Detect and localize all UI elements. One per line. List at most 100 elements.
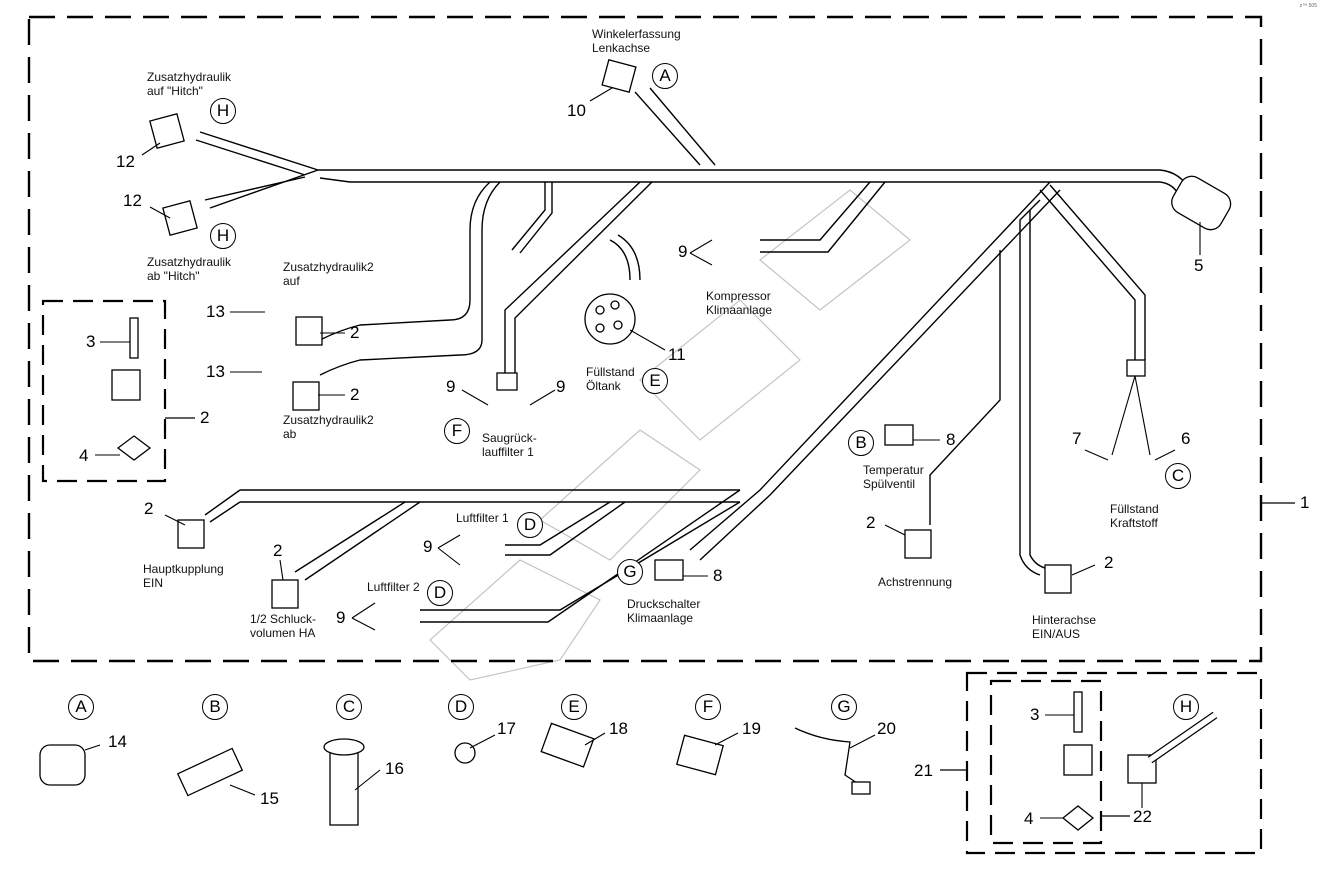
connector-11: [584, 293, 636, 345]
callout-1: 1: [1300, 493, 1310, 512]
label-saugrueck: Saugrück- lauffilter 1: [482, 431, 537, 459]
letter-b: B: [848, 430, 874, 456]
callout-12-upper: 12: [116, 152, 135, 171]
solenoid-2-zh2-auf: [295, 316, 323, 346]
letter-d-luftfilter2: D: [427, 580, 453, 606]
callout-17: 17: [497, 719, 516, 738]
part-16: [329, 744, 359, 826]
kit-box-21: [965, 671, 1263, 855]
callout-9-saug-right: 9: [556, 377, 566, 396]
callout-2-hauptkupplung: 2: [144, 499, 154, 518]
letter-e: E: [642, 368, 668, 394]
label-druckschalter: Druckschalter Klimaanlage: [627, 597, 701, 625]
solenoid-2-inset: [111, 369, 141, 401]
sleeve-saug: [496, 372, 518, 391]
callout-6: 6: [1181, 429, 1191, 448]
screw-3-kit: [1073, 691, 1083, 733]
callout-3-kit: 3: [1030, 705, 1040, 724]
detail-letter-d: D: [448, 694, 474, 720]
solenoid-kit: [1063, 744, 1093, 776]
callout-8-druckschalter: 8: [713, 566, 723, 585]
solenoid-2-achstrennung: [904, 529, 932, 559]
inset-box-item-2: [41, 299, 167, 483]
callout-12-lower: 12: [123, 191, 142, 210]
letter-a-winkelerfassung: A: [652, 63, 678, 89]
label-luftfilter-1: Luftfilter 1: [456, 511, 509, 525]
callout-5: 5: [1194, 256, 1204, 275]
label-zh2-auf: Zusatzhydraulik2 auf: [283, 260, 374, 288]
watermark: [429, 189, 911, 681]
detail-letter-g: G: [831, 694, 857, 720]
callout-21: 21: [914, 761, 933, 780]
letter-h-upper: H: [210, 98, 236, 124]
callout-2-schluck: 2: [273, 541, 283, 560]
callout-9-kompressor: 9: [678, 242, 688, 261]
callout-2-achstrennung: 2: [866, 513, 876, 532]
screw-3-inset: [129, 317, 139, 359]
callout-10: 10: [567, 101, 586, 120]
callout-8-temperatur: 8: [946, 430, 956, 449]
cable-harness: [195, 87, 1191, 623]
label-winkelerfassung: Winkelerfassung Lenkachse: [592, 27, 681, 55]
label-kompressor: Kompressor Klimaanlage: [706, 289, 773, 317]
detail-letter-b: B: [202, 694, 228, 720]
solenoid-2-zh2-ab: [292, 381, 320, 411]
callout-9-luftfilter1: 9: [423, 537, 433, 556]
detail-letter-e: E: [561, 694, 587, 720]
callout-2-hinterachse: 2: [1104, 553, 1114, 572]
label-zh-auf-hitch: Zusatzhydraulik auf "Hitch": [147, 70, 232, 98]
label-fuellstand-kraftstoff: Füllstand Kraftstoff: [1110, 502, 1159, 530]
part-18: [540, 722, 595, 768]
label-hauptkupplung: Hauptkupplung EIN: [143, 562, 224, 590]
part-14: [39, 744, 86, 786]
callout-18: 18: [609, 719, 628, 738]
part-15: [176, 747, 244, 797]
callout-13-upper: 13: [206, 302, 225, 321]
solenoid-2-schluck: [271, 579, 299, 609]
callout-2-zh2-auf: 2: [350, 323, 360, 342]
seal-4-kit: [1061, 805, 1095, 831]
connector-10: [601, 59, 637, 93]
label-zh2-ab: Zusatzhydraulik2 ab: [283, 413, 374, 441]
callout-13-lower: 13: [206, 362, 225, 381]
callout-3-inset: 3: [86, 332, 96, 351]
connector-8-druckschalter: [654, 559, 684, 581]
label-fuellstand-oeltank: Füllstand Öltank: [586, 365, 635, 393]
letter-c: C: [1165, 463, 1191, 489]
callout-20: 20: [877, 719, 896, 738]
letter-f: F: [444, 418, 470, 444]
callout-14: 14: [108, 732, 127, 751]
connector-8-temperatur: [884, 424, 914, 446]
kit-letter-h: H: [1173, 694, 1199, 720]
connector-5: [1171, 175, 1232, 231]
callout-2-zh2-ab: 2: [350, 385, 360, 404]
label-achstrennung: Achstrennung: [878, 575, 953, 589]
callout-22: 22: [1133, 807, 1152, 826]
callout-9-saug-left: 9: [446, 377, 456, 396]
letter-d-luftfilter1: D: [517, 512, 543, 538]
callout-19: 19: [742, 719, 761, 738]
callout-15: 15: [260, 789, 279, 808]
connector-12-upper: [149, 113, 185, 149]
assembly-boundary: [27, 15, 1263, 663]
label-zh-ab-hitch: Zusatzhydraulik ab "Hitch": [147, 255, 232, 283]
part-20: [794, 727, 861, 786]
sleeve-kraftstoff: [1126, 359, 1146, 377]
letter-h-lower: H: [210, 223, 236, 249]
label-schluckvolumen: 1/2 Schluck- volumen HA: [250, 612, 317, 640]
connector-12-lower: [162, 200, 198, 236]
page-id: z™ 505: [1299, 3, 1317, 9]
seal-4-inset: [116, 435, 152, 461]
part-17: [454, 742, 476, 764]
connectors: [39, 59, 1232, 831]
callout-4-inset: 4: [79, 446, 89, 465]
label-luftfilter-2: Luftfilter 2: [367, 580, 420, 594]
kit-inner-box-22: [989, 679, 1103, 845]
detail-letter-c: C: [336, 694, 362, 720]
label-temperatur: Temperatur Spülventil: [863, 463, 924, 491]
callout-4-kit: 4: [1024, 809, 1034, 828]
solenoid-2-hinterachse: [1044, 564, 1072, 594]
callout-16: 16: [385, 759, 404, 778]
callout-2-inset: 2: [200, 408, 210, 427]
